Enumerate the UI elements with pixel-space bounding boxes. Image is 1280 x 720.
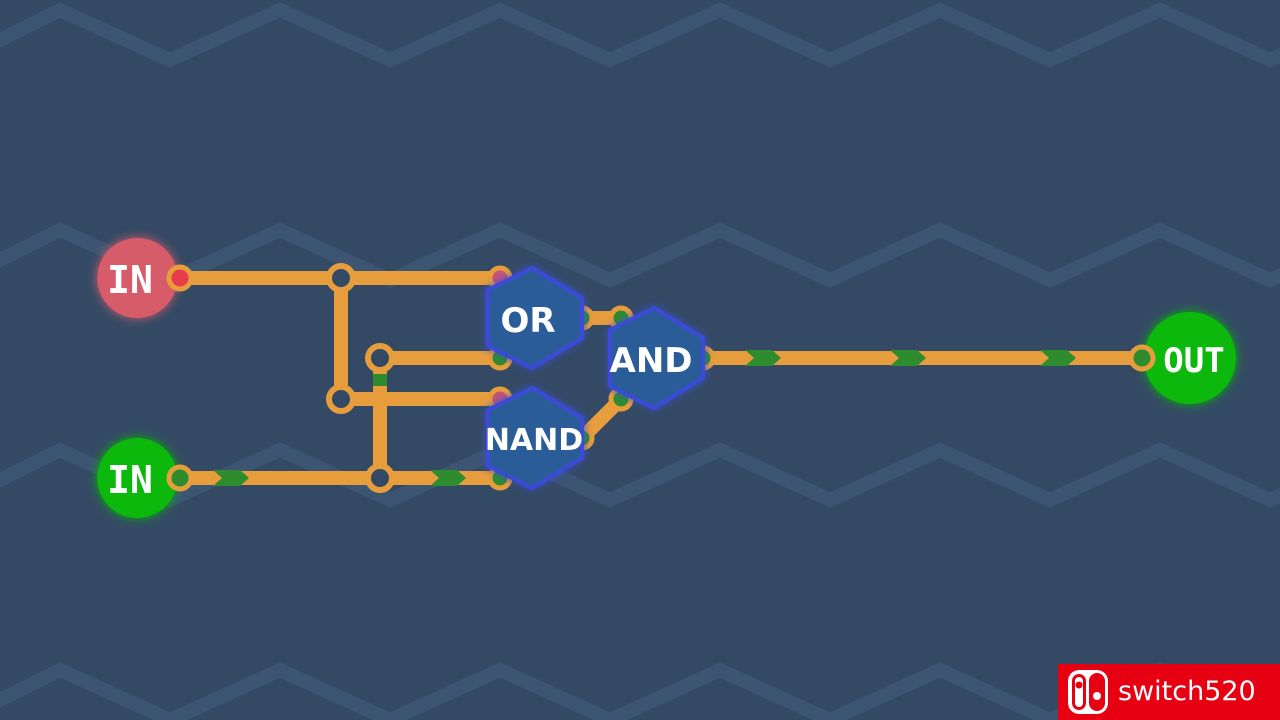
junction-node (326, 263, 356, 293)
and-gate-label: AND (610, 341, 693, 381)
input-label-2: IN (107, 458, 153, 502)
input-port-2 (166, 464, 194, 492)
input-node-2[interactable]: IN (97, 438, 194, 518)
signal-arrow (745, 350, 781, 366)
input-port-1 (166, 264, 194, 292)
or-gate[interactable]: OR (486, 265, 584, 371)
watermark: switch520 (1058, 664, 1280, 720)
output-port (1128, 344, 1156, 372)
output-label: OUT (1163, 341, 1224, 381)
signal-arrows (213, 350, 1076, 486)
nand-gate-label: NAND (485, 423, 583, 458)
signal-arrow (213, 470, 249, 486)
or-gate-label: OR (500, 301, 555, 341)
signal-arrow (1040, 350, 1076, 366)
signal-arrow (430, 470, 466, 486)
watermark-text: switch520 (1118, 676, 1256, 707)
signal-arrow (890, 350, 926, 366)
input-node-1[interactable]: IN (97, 237, 194, 319)
signal-segment (373, 374, 387, 386)
junction-node (365, 463, 395, 493)
junctions (326, 263, 395, 493)
output-node: OUT (1128, 312, 1236, 405)
junction-node (326, 384, 356, 414)
and-gate[interactable]: AND (608, 305, 705, 411)
junction-node (365, 343, 395, 373)
nand-gate[interactable]: NAND (485, 385, 584, 491)
nintendo-switch-logo-icon (1058, 664, 1118, 720)
input-label-1: IN (107, 258, 153, 302)
